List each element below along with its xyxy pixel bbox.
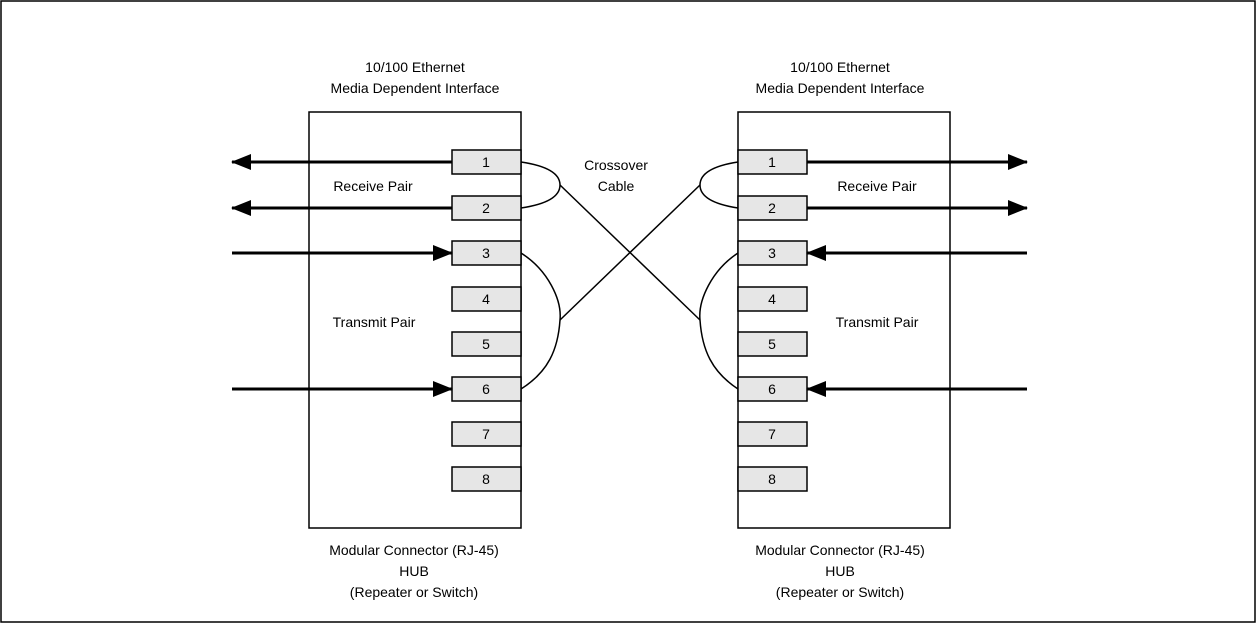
left-pin-7-label: 7 — [482, 426, 490, 442]
right-footer-line1: Modular Connector (RJ-45) — [755, 542, 925, 558]
left-footer-line1: Modular Connector (RJ-45) — [329, 542, 499, 558]
left-receive-pair-label: Receive Pair — [333, 178, 413, 194]
left-pin-2-label: 2 — [482, 200, 490, 216]
right-pin-6: 6 — [737, 376, 808, 402]
left-pin-2: 2 — [451, 195, 522, 221]
left-connector: 10/100 Ethernet Media Dependent Interfac… — [231, 59, 522, 600]
right-receive-pair-loop — [699, 161, 739, 209]
right-pin-5: 5 — [737, 331, 808, 357]
left-pin-1-label: 1 — [482, 154, 490, 170]
left-footer-line3: (Repeater or Switch) — [350, 584, 478, 600]
cable-label-line1: Crossover — [584, 157, 648, 173]
left-pin-6: 6 — [451, 376, 522, 402]
left-pin-7: 7 — [451, 421, 522, 447]
right-pin-3: 3 — [737, 240, 808, 266]
right-header-line1: 10/100 Ethernet — [790, 59, 890, 75]
left-pin-1: 1 — [451, 149, 522, 175]
right-header-line2: Media Dependent Interface — [756, 80, 925, 96]
left-connector-body — [308, 111, 522, 529]
left-pin-4-label: 4 — [482, 291, 490, 307]
left-header-line2: Media Dependent Interface — [331, 80, 500, 96]
left-pin-3: 3 — [451, 240, 522, 266]
right-receive-pair-label: Receive Pair — [837, 178, 917, 194]
right-pin-3-label: 3 — [768, 245, 776, 261]
right-pin-4-label: 4 — [768, 291, 776, 307]
left-pin-3-label: 3 — [482, 245, 490, 261]
left-pin-5-label: 5 — [482, 336, 490, 352]
right-pin-1-label: 1 — [768, 154, 776, 170]
right-pin-4: 4 — [737, 286, 808, 312]
cable-label-line2: Cable — [598, 178, 635, 194]
left-pin-8: 8 — [451, 466, 522, 492]
right-footer-line2: HUB — [825, 563, 855, 579]
right-connector: 10/100 Ethernet Media Dependent Interfac… — [737, 59, 1028, 600]
left-footer-line2: HUB — [399, 563, 429, 579]
right-pin-8: 8 — [737, 466, 808, 492]
right-pin-5-label: 5 — [768, 336, 776, 352]
right-footer-line3: (Repeater or Switch) — [776, 584, 904, 600]
right-pin-2-label: 2 — [768, 200, 776, 216]
crossover-wire-b — [559, 184, 701, 321]
left-header-line1: 10/100 Ethernet — [365, 59, 465, 75]
right-pin-7-label: 7 — [768, 426, 776, 442]
left-pin-4: 4 — [451, 286, 522, 312]
left-transmit-pair-loop — [520, 252, 561, 390]
crossover-cable: Crossover Cable — [520, 157, 739, 390]
left-receive-pair-loop — [520, 161, 561, 209]
right-pin-2: 2 — [737, 195, 808, 221]
right-pin-7: 7 — [737, 421, 808, 447]
left-pin-8-label: 8 — [482, 471, 490, 487]
left-pin-6-label: 6 — [482, 381, 490, 397]
right-connector-body — [737, 111, 951, 529]
right-transmit-pair-loop — [699, 252, 739, 390]
right-pin-8-label: 8 — [768, 471, 776, 487]
right-pin-6-label: 6 — [768, 381, 776, 397]
right-pin-1: 1 — [737, 149, 808, 175]
right-transmit-pair-label: Transmit Pair — [836, 314, 919, 330]
left-transmit-pair-label: Transmit Pair — [333, 314, 416, 330]
left-pin-5: 5 — [451, 331, 522, 357]
